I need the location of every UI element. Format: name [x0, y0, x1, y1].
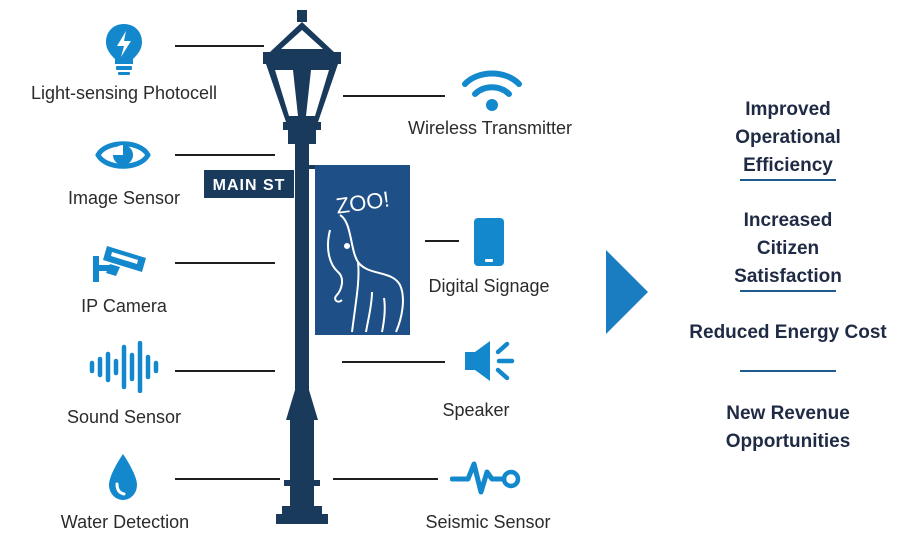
speaker-icon	[462, 338, 518, 384]
arrow-right-icon	[606, 250, 648, 334]
street-sign-text: MAIN ST	[213, 177, 286, 194]
connector-line	[425, 240, 459, 242]
sensor-label-ip-camera: IP Camera	[81, 296, 167, 316]
sensor-label-water-detection: Water Detection	[60, 512, 190, 532]
sensor-label-speaker: Speaker	[442, 400, 510, 420]
connector-line	[175, 370, 275, 372]
water-drop-icon	[106, 452, 140, 502]
elephant-illustration	[327, 214, 404, 333]
sensor-label-digital-signage: Digital Signage	[428, 276, 550, 296]
wifi-icon	[460, 66, 524, 114]
sensor-label-photocell: Light-sensing Photocell	[30, 83, 218, 103]
sound-wave-icon	[88, 340, 160, 394]
connector-line	[175, 262, 275, 264]
benefit-revenue-opportunities: New Revenue Opportunities	[725, 403, 851, 452]
lamp-pole	[295, 144, 309, 444]
benefit-operational-efficiency: Improved Operational Efficiency	[735, 99, 841, 176]
lamp-base	[286, 390, 318, 420]
security-camera-icon	[90, 238, 152, 284]
connector-line	[343, 95, 445, 97]
sensor-label-sound-sensor: Sound Sensor	[66, 407, 182, 427]
benefit-divider	[740, 370, 836, 372]
smartphone-icon	[472, 216, 506, 268]
lamp-finial	[297, 10, 307, 22]
benefit-citizen-satisfaction: Increased Citizen Satisfaction	[734, 210, 842, 287]
zoo-banner	[315, 165, 410, 335]
eye-icon	[94, 133, 152, 177]
benefit-divider	[740, 290, 836, 292]
benefit-divider	[740, 179, 836, 181]
benefit-energy-cost: Reduced Energy Cost	[689, 322, 887, 343]
street-sign	[204, 170, 294, 198]
sensor-label-seismic-sensor: Seismic Sensor	[425, 512, 551, 532]
lightbulb-bolt-icon	[104, 22, 144, 76]
seismic-wave-icon	[449, 458, 522, 498]
connector-line	[175, 478, 280, 480]
sensor-label-wireless-transmitter: Wireless Transmitter	[407, 118, 573, 138]
connector-line	[175, 154, 275, 156]
sensor-label-image-sensor: Image Sensor	[67, 188, 181, 208]
connector-line	[333, 478, 438, 480]
connector-line	[175, 45, 264, 47]
connector-line	[342, 361, 445, 363]
